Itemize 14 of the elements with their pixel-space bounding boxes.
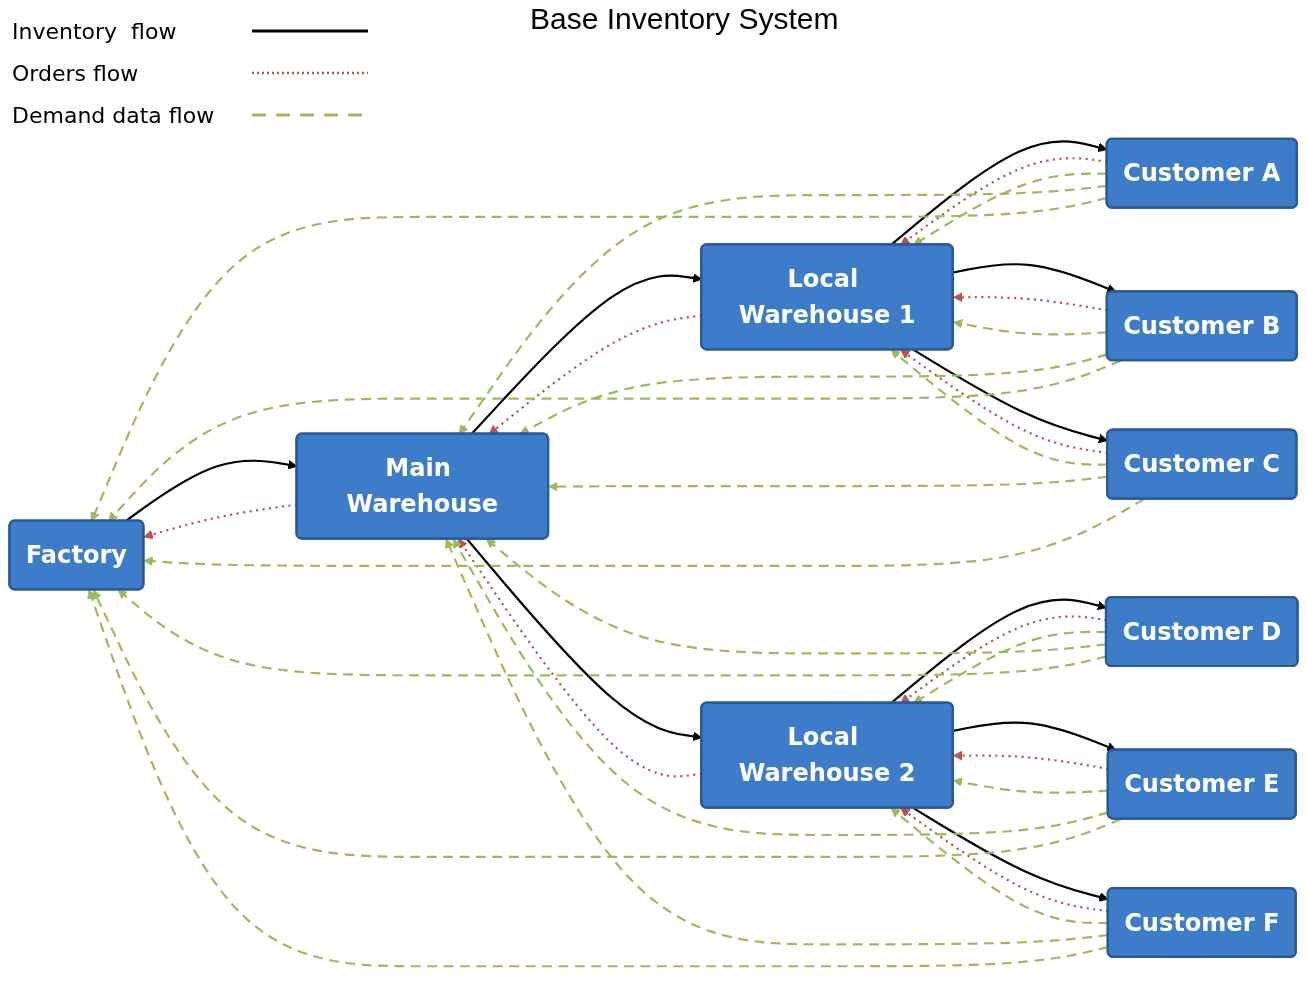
arrow — [953, 263, 1117, 294]
arrow — [548, 475, 1108, 492]
arrow — [445, 538, 1109, 946]
legend-label: Demand data flow — [12, 102, 216, 128]
arrow — [900, 615, 1107, 704]
arrow — [458, 538, 702, 778]
legend-label: Inventory flow — [12, 18, 178, 44]
diagram-title: Base Inventory System — [530, 1, 839, 36]
legend-label: Orders flow — [12, 60, 140, 86]
arrow — [92, 589, 1122, 858]
arrow — [143, 498, 1145, 567]
arrow — [890, 598, 1107, 705]
arrow — [953, 721, 1117, 752]
arrow — [452, 538, 1109, 837]
